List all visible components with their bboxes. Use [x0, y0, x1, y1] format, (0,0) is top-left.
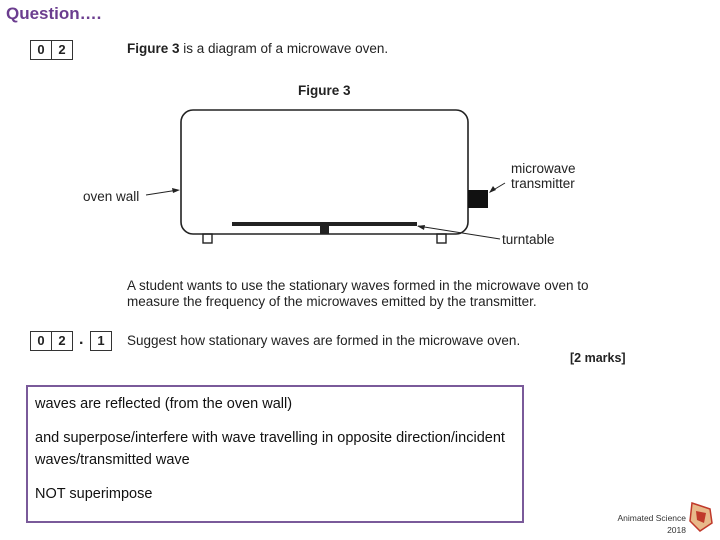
- sub-number-digit: 0: [37, 333, 45, 348]
- turntable-arrow: [417, 225, 501, 240]
- question-number-box: 0 2: [30, 40, 73, 60]
- figure-title: Figure 3: [298, 83, 351, 98]
- intro-text: is a diagram of a microwave oven.: [179, 41, 389, 56]
- question-intro: Figure 3 is a diagram of a microwave ove…: [127, 41, 388, 56]
- marks-label: [2 marks]: [570, 351, 626, 365]
- answer-line: waves are reflected (from the oven wall): [35, 396, 293, 412]
- footer-logo: Animated Science 2018: [612, 497, 716, 537]
- oven-foot-right: [436, 233, 447, 244]
- oven-foot-left: [202, 233, 213, 244]
- sub-part-digit: 1: [97, 333, 105, 348]
- question-number-digit: 0: [37, 42, 45, 57]
- label-oven-wall: oven wall: [83, 189, 140, 204]
- label-transmitter-1: microwave: [511, 161, 576, 176]
- transmitter-block: [468, 190, 488, 208]
- turntable-spindle: [320, 226, 329, 234]
- label-turntable: turntable: [502, 232, 555, 247]
- logo-emblem-icon: [689, 501, 713, 532]
- answer-box: waves are reflected (from the oven wall)…: [26, 385, 524, 523]
- sub-part-box: 1: [90, 331, 112, 351]
- question-number-digit: 2: [51, 41, 72, 59]
- brand-name: Animated Science: [617, 513, 686, 523]
- student-text-line2: measure the frequency of the microwaves …: [127, 294, 537, 309]
- figure-ref: Figure 3: [127, 41, 180, 56]
- oven-body: [180, 109, 469, 235]
- transmitter-arrowhead: [489, 186, 496, 193]
- student-text-line1: A student wants to use the stationary wa…: [127, 278, 589, 293]
- turntable-arrowhead: [417, 225, 425, 230]
- sub-number-digit: 2: [51, 332, 72, 350]
- sub-question-number-box: 0 2: [30, 331, 73, 351]
- answer-line: and superpose/interfere with wave travel…: [35, 430, 505, 468]
- oven-wall-arrowhead: [172, 188, 180, 193]
- page-title: Question….: [6, 4, 102, 23]
- brand-year: 2018: [667, 525, 686, 535]
- sub-question-text: Suggest how stationary waves are formed …: [127, 333, 521, 348]
- answer-line: NOT superimpose: [35, 486, 153, 502]
- label-transmitter-2: transmitter: [511, 176, 575, 191]
- sub-number-dot: .: [79, 331, 84, 348]
